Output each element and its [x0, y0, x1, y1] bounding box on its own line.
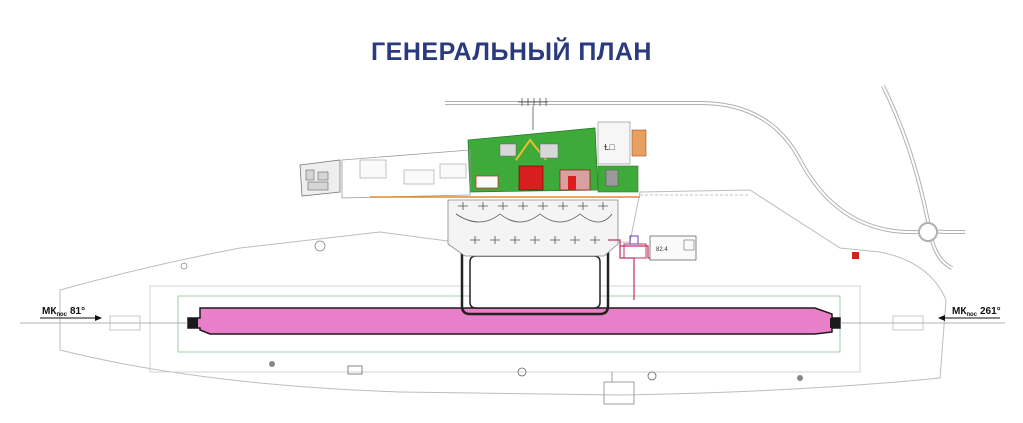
- airfield-boundary: [59, 189, 947, 396]
- radar-marker: [852, 252, 859, 259]
- roundabout: [918, 222, 938, 242]
- plan-title: ГЕНЕРАЛЬНЫЙ ПЛАН: [371, 38, 652, 66]
- service-building: [631, 129, 647, 157]
- terminal-building: [518, 165, 544, 191]
- runway-threshold-right: [830, 318, 840, 328]
- localizer-antenna: [518, 98, 548, 130]
- navaid-left: [314, 240, 326, 252]
- taxiway-inner: [469, 255, 601, 309]
- building-82-4-label: 82.4: [656, 247, 668, 253]
- runway-strip: [177, 295, 841, 353]
- apron: [447, 199, 619, 257]
- perimeter-fence: [149, 285, 861, 373]
- taxiway-loop: [460, 240, 610, 316]
- aircraft-stands: [455, 202, 613, 244]
- runway: [187, 307, 841, 335]
- runway-threshold-left: [188, 318, 198, 328]
- svg-text:Ɫ□: Ɫ□: [604, 143, 615, 153]
